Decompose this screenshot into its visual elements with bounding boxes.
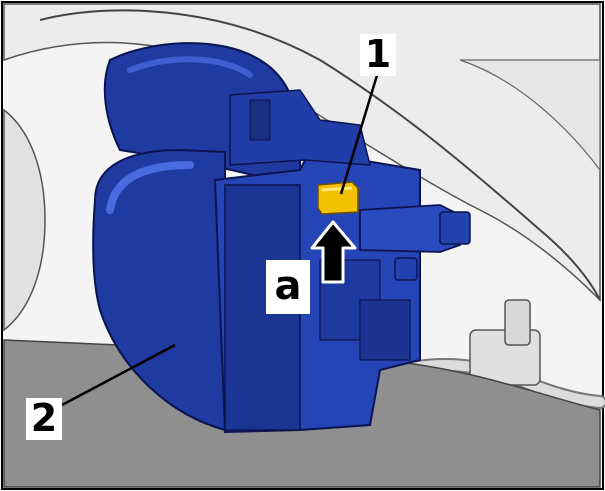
plug-end bbox=[439, 211, 471, 245]
left-bracket bbox=[3, 108, 46, 332]
plug-latch-knob bbox=[394, 257, 418, 281]
leader-line-2 bbox=[61, 343, 176, 407]
callout-label-a: a bbox=[266, 260, 310, 314]
connector-tab bbox=[504, 299, 531, 346]
up-arrow-icon bbox=[310, 220, 357, 284]
upper-right-panel bbox=[459, 59, 601, 172]
locking-tab bbox=[317, 181, 359, 215]
leader-line-1 bbox=[339, 71, 380, 195]
callout-label-2: 2 bbox=[26, 398, 62, 440]
locking-tab-highlight bbox=[321, 186, 353, 192]
housing-lower-block bbox=[359, 299, 411, 361]
housing-mount-post bbox=[249, 99, 271, 141]
callout-label-1: 1 bbox=[360, 34, 396, 76]
component-front-bowl bbox=[92, 148, 226, 432]
background-edge-line bbox=[39, 9, 601, 301]
rear-shell-highlight bbox=[127, 56, 253, 78]
front-bowl-highlight bbox=[106, 161, 194, 214]
plug-body bbox=[359, 204, 461, 253]
